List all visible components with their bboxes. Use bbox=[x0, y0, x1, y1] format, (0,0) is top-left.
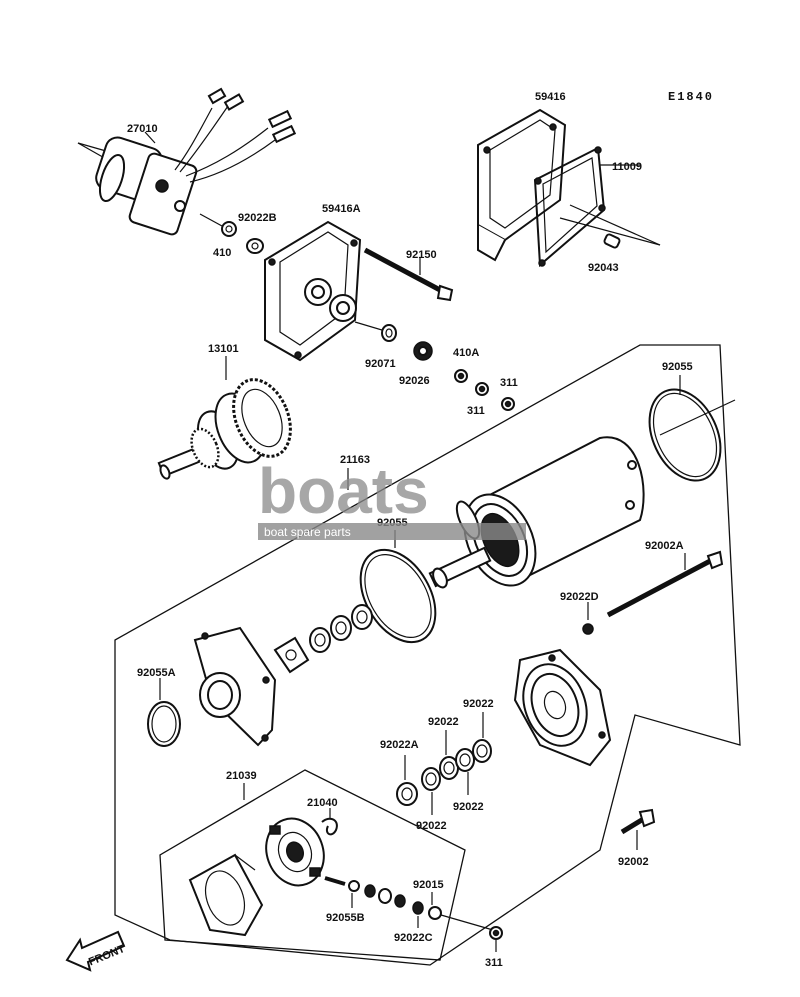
label-92026: 92026 bbox=[399, 375, 430, 387]
washer-92022-1 bbox=[421, 767, 441, 815]
o-ring-92055B bbox=[348, 880, 360, 908]
starter-solenoid bbox=[77, 87, 297, 236]
brush-holder-21039 bbox=[265, 817, 346, 887]
drive-gear-13101 bbox=[157, 356, 292, 480]
label-92055B: 92055B bbox=[326, 912, 365, 924]
nut-311-upper-b bbox=[501, 397, 515, 411]
label-92002A: 92002A bbox=[645, 540, 684, 552]
o-ring-92055-top bbox=[648, 375, 736, 482]
front-end-cover bbox=[193, 626, 277, 747]
label-92055-top: 92055 bbox=[662, 361, 693, 373]
bolt-92150 bbox=[363, 247, 454, 302]
plug-92043 bbox=[559, 204, 661, 249]
small-washers-stack bbox=[364, 884, 406, 908]
label-21039: 21039 bbox=[226, 770, 257, 782]
rear-end-cover bbox=[513, 648, 612, 767]
washer-92022B bbox=[246, 238, 264, 254]
watermark-logo: boats boat spare parts bbox=[258, 455, 526, 540]
label-92150: 92150 bbox=[406, 249, 437, 261]
shaft-spacers bbox=[273, 604, 373, 674]
label-59416A: 59416A bbox=[322, 203, 361, 215]
label-59416: 59416 bbox=[535, 91, 566, 103]
brush-housing bbox=[188, 853, 264, 937]
label-92022C: 92022C bbox=[394, 932, 433, 944]
diagram-code: E1840 bbox=[668, 90, 714, 104]
washer-92022D bbox=[582, 602, 594, 635]
o-ring-92055-mid bbox=[359, 530, 437, 644]
nut-92071 bbox=[354, 321, 397, 342]
nut-410 bbox=[199, 213, 237, 237]
washer-92022A bbox=[396, 755, 418, 806]
label-27010: 27010 bbox=[127, 123, 158, 135]
label-92022B: 92022B bbox=[238, 212, 277, 224]
nut-311-lower bbox=[489, 926, 503, 952]
label-92002: 92002 bbox=[618, 856, 649, 868]
washer-92022C bbox=[412, 901, 424, 928]
gasket-11009 bbox=[533, 146, 640, 268]
label-92022-c: 92022 bbox=[453, 801, 484, 813]
label-11009: 11009 bbox=[612, 161, 642, 173]
label-410A: 410A bbox=[453, 347, 479, 359]
label-13101: 13101 bbox=[208, 343, 239, 355]
cover-59416A bbox=[264, 220, 362, 362]
label-92015: 92015 bbox=[413, 879, 444, 891]
nut-311-upper-a bbox=[475, 382, 489, 396]
bolt-92002 bbox=[620, 808, 656, 850]
watermark-text: boats bbox=[258, 455, 429, 527]
washer-92022-2 bbox=[439, 730, 459, 780]
through-bolt-92002A bbox=[606, 550, 724, 618]
label-311-c: 311 bbox=[485, 957, 503, 969]
label-410: 410 bbox=[213, 247, 231, 259]
label-92043: 92043 bbox=[588, 262, 619, 274]
label-92022D: 92022D bbox=[560, 591, 599, 603]
front-arrow-icon: FRONT bbox=[65, 930, 127, 972]
spring-21040 bbox=[321, 808, 338, 836]
cover-59416 bbox=[477, 108, 567, 262]
label-92022-a: 92022 bbox=[428, 716, 459, 728]
watermark-tagline: boat spare parts bbox=[264, 525, 351, 539]
assembly-outline bbox=[114, 344, 741, 966]
label-92022-b: 92022 bbox=[463, 698, 494, 710]
label-311-b: 311 bbox=[500, 377, 518, 389]
label-92055A: 92055A bbox=[137, 667, 176, 679]
label-21040: 21040 bbox=[307, 797, 338, 809]
washer-92022-3 bbox=[455, 748, 475, 795]
cap-92026 bbox=[413, 341, 433, 361]
collar-92015 bbox=[428, 892, 442, 920]
label-21163: 21163 bbox=[340, 454, 370, 466]
label-92071: 92071 bbox=[365, 358, 396, 370]
label-92022A: 92022A bbox=[380, 739, 419, 751]
label-311-a: 311 bbox=[467, 405, 485, 417]
washer-92022-4 bbox=[472, 712, 492, 763]
o-ring-92055A bbox=[147, 678, 181, 747]
brush-holder-outline bbox=[159, 769, 466, 961]
label-92022-d: 92022 bbox=[416, 820, 447, 832]
leader-311-lower bbox=[440, 914, 494, 931]
nut-410A bbox=[454, 369, 468, 383]
